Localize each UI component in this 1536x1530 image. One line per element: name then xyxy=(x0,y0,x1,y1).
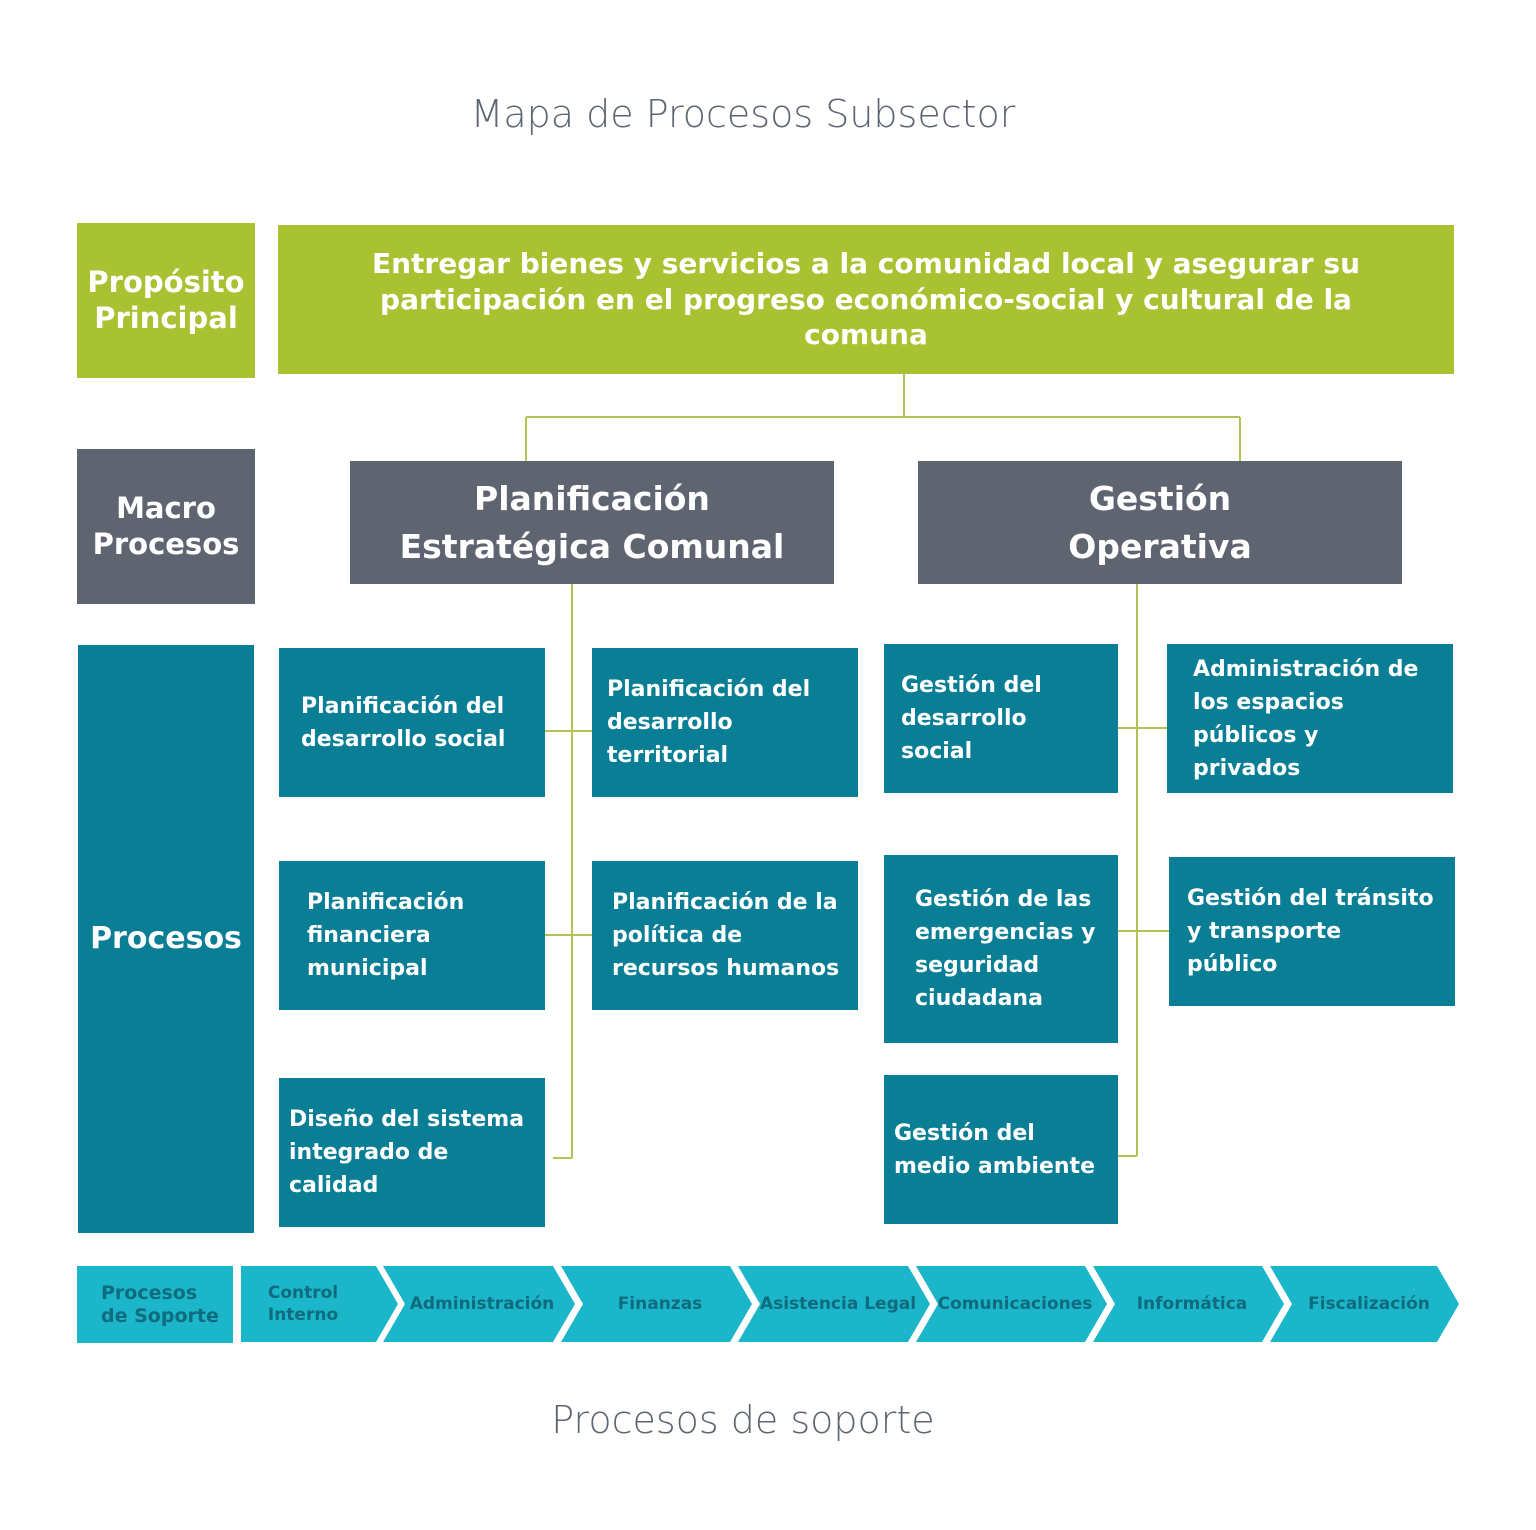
support-chevron-3 xyxy=(561,1266,752,1342)
row-label-support: Procesos de Soporte xyxy=(77,1266,233,1343)
process-label: Gestión del medio ambiente xyxy=(894,1120,1095,1179)
process-label: Planificación del desarrollo social xyxy=(301,693,506,752)
process-planificacion-financiera-municipal: Planificación financiera municipal xyxy=(279,861,545,1010)
process-label: Planificación de la política de recursos… xyxy=(612,890,840,981)
process-planificacion-politica-rrhh: Planificación de la política de recursos… xyxy=(592,861,858,1010)
process-label: Planificación financiera municipal xyxy=(307,890,465,981)
support-process-finanzas: Finanzas xyxy=(617,1293,703,1314)
support-process-control-interno: Control Interno xyxy=(267,1282,339,1325)
diagram-title: Mapa de Procesos Subsector xyxy=(470,92,1016,136)
row-label-macro: Macro Procesos xyxy=(77,449,255,604)
support-process-fiscalizacion: Fiscalización xyxy=(1308,1293,1430,1314)
process-gestion-medio-ambiente: Gestión del medio ambiente xyxy=(884,1075,1118,1224)
process-gestion-desarrollo-social: Gestión del desarrollo social xyxy=(884,644,1118,793)
process-diseno-sistema-calidad: Diseño del sistema integrado de calidad xyxy=(279,1078,545,1227)
process-planificacion-desarrollo-social: Planificación del desarrollo social xyxy=(279,648,545,797)
support-chevron-6 xyxy=(1093,1266,1284,1342)
support-chevron-7 xyxy=(1270,1266,1459,1342)
support-process-comunicaciones: Comunicaciones xyxy=(937,1293,1093,1314)
process-label: Gestión del tránsito y transporte públic… xyxy=(1187,886,1434,977)
process-planificacion-desarrollo-territorial: Planificación del desarrollo territorial xyxy=(592,648,858,797)
support-process-informatica: Informática xyxy=(1136,1293,1248,1314)
process-label: Planificación del desarrollo territorial xyxy=(607,677,811,768)
row-label-processes: Procesos xyxy=(78,645,254,1233)
macro-process-planificacion: Planificación Estratégica Comunal xyxy=(350,461,834,584)
process-label: Gestión del desarrollo social xyxy=(901,673,1042,764)
support-chevron-4 xyxy=(738,1266,930,1342)
process-gestion-emergencias: Gestión de las emergencias y seguridad c… xyxy=(884,855,1118,1043)
process-label: Administración de los espacios públicos … xyxy=(1193,656,1419,781)
support-chevron-5 xyxy=(916,1266,1107,1342)
support-chevron-1 xyxy=(241,1266,398,1342)
support-process-asistencia-legal: Asistencia Legal xyxy=(759,1293,917,1314)
process-label: Gestión de las emergencias y seguridad c… xyxy=(915,887,1096,1011)
support-process-administracion: Administración xyxy=(409,1293,555,1314)
purpose-box: Entregar bienes y servicios a la comunid… xyxy=(278,225,1454,374)
process-label: Diseño del sistema integrado de calidad xyxy=(289,1107,525,1198)
process-administracion-espacios: Administración de los espacios públicos … xyxy=(1167,644,1453,793)
process-gestion-transito: Gestión del tránsito y transporte públic… xyxy=(1169,857,1455,1006)
footer-caption: Procesos de soporte xyxy=(551,1398,935,1442)
support-chevron-2 xyxy=(383,1266,575,1342)
macro-process-gestion: Gestión Operativa xyxy=(918,461,1402,584)
row-label-purpose: Propósito Principal xyxy=(77,223,255,378)
